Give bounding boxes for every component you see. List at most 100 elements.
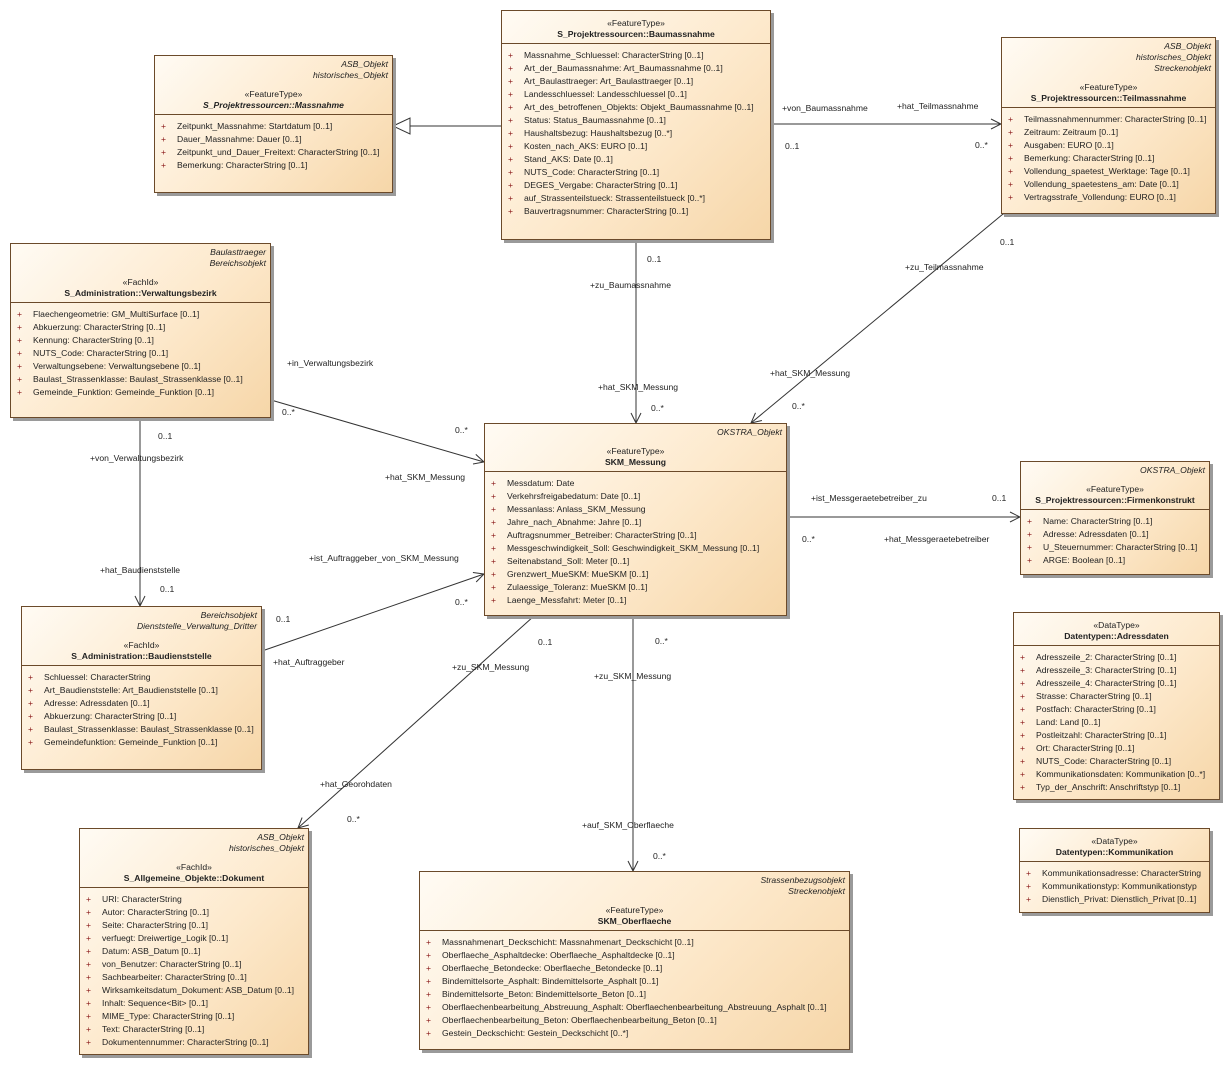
visibility-marker: + xyxy=(86,920,92,930)
visibility-marker: + xyxy=(508,193,514,203)
role-label: +hat_SKM_Messung xyxy=(770,368,851,378)
visibility-marker: + xyxy=(1026,894,1032,904)
visibility-marker: + xyxy=(28,672,34,682)
visibility-marker: + xyxy=(426,963,432,973)
attribute-text: Flaechengeometrie: GM_MultiSurface [0..1… xyxy=(33,309,200,319)
assoc-baudienststelle-messung xyxy=(262,574,484,651)
attribute-row: +Kommunikationstyp: Kommunikationstyp xyxy=(1026,880,1205,893)
visibility-marker: + xyxy=(508,89,514,99)
visibility-marker: + xyxy=(161,160,167,170)
attribute-text: Gemeinde_Funktion: Gemeinde_Funktion [0.… xyxy=(33,387,215,397)
stereotype: «FeatureType» xyxy=(605,905,664,915)
attribute-list: + Massnahme_Schluessel: CharacterString [… xyxy=(502,44,770,222)
attribute-row: +Kennung: CharacterString [0..1] xyxy=(17,334,266,347)
multiplicity-label: 0..1 xyxy=(647,254,662,264)
attribute-text: Baulast_Strassenklasse: Baulast_Strassen… xyxy=(33,374,243,384)
attribute-text: Ort: CharacterString [0..1] xyxy=(1036,743,1135,753)
attribute-text: DEGES_Vergabe: CharacterString [0..1] xyxy=(524,180,678,190)
parent-classes: Baulasttraeger Bereichsobjekt xyxy=(209,247,266,268)
attribute-text: ARGE: Boolean [0..1] xyxy=(1043,555,1126,565)
visibility-marker: + xyxy=(1026,868,1032,878)
attribute-text: Bauvertragsnummer: CharacterString [0..1… xyxy=(524,206,689,216)
class-name: SKM_Messung xyxy=(604,457,667,467)
visibility-marker: + xyxy=(86,972,92,982)
attribute-row: +Messgeschwindigkeit_Soll: Geschwindigke… xyxy=(491,542,782,555)
multiplicity-label: 0..1 xyxy=(538,637,553,647)
visibility-marker: + xyxy=(1020,691,1026,701)
class-name: S_Allgemeine_Objekte::Dokument xyxy=(123,873,265,883)
attribute-row: +Abkuerzung: CharacterString [0..1] xyxy=(28,710,257,723)
attribute-text: Messgeschwindigkeit_Soll: Geschwindigkei… xyxy=(507,543,760,553)
attribute-row: +von_Benutzer: CharacterString [0..1] xyxy=(86,958,304,971)
visibility-marker: + xyxy=(86,946,92,956)
visibility-marker: + xyxy=(1027,516,1033,526)
attribute-text: Art_Baudienststelle: Art_Baudienststelle… xyxy=(44,685,218,695)
class-firmenkonstrukt[interactable]: OKSTRA_Objekt «FeatureType» S_Projektres… xyxy=(1020,461,1210,575)
attribute-text: Jahre_nach_Abnahme: Jahre [0..1] xyxy=(507,517,642,527)
class-massnahme[interactable]: ASB_Objekt historisches_Objekt «FeatureT… xyxy=(154,55,393,193)
visibility-marker: + xyxy=(28,711,34,721)
attribute-row: +Dokumentennummer: CharacterString [0..1… xyxy=(86,1036,304,1049)
visibility-marker: + xyxy=(1008,127,1014,137)
attribute-row: +Kosten_nach_AKS: EURO [0..1] xyxy=(508,140,766,153)
class-skm-messung[interactable]: OKSTRA_Objekt «FeatureType» SKM_Messung … xyxy=(484,423,787,616)
attribute-row: +Flaechengeometrie: GM_MultiSurface [0..… xyxy=(17,308,266,321)
visibility-marker: + xyxy=(28,737,34,747)
visibility-marker: + xyxy=(86,998,92,1008)
class-verwaltungsbezirk[interactable]: Baulasttraeger Bereichsobjekt «FachId» S… xyxy=(10,243,271,418)
class-teilmassnahme[interactable]: ASB_Objekt historisches_Objekt Streckeno… xyxy=(1001,37,1216,214)
attribute-text: Bindemittelsorte_Asphalt: Bindemittelsor… xyxy=(442,976,659,986)
attribute-list: +URI: CharacterString+Autor: CharacterSt… xyxy=(80,888,308,1053)
attribute-text: Postfach: CharacterString [0..1] xyxy=(1036,704,1156,714)
parent-classes: OKSTRA_Objekt xyxy=(1140,465,1205,475)
attribute-text: Oberflaeche_Asphaltdecke: Oberflaeche_As… xyxy=(442,950,675,960)
visibility-marker: + xyxy=(491,530,497,540)
generalization-triangle xyxy=(391,117,411,135)
visibility-marker: + xyxy=(426,950,432,960)
attribute-row: +Zeitpunkt_und_Dauer_Freitext: Character… xyxy=(161,146,388,159)
attribute-text: Zeitpunkt_Massnahme: Startdatum [0..1] xyxy=(177,121,333,131)
class-adressdaten[interactable]: «DataType» Datentypen::Adressdaten +Adre… xyxy=(1013,612,1220,800)
visibility-marker: + xyxy=(1020,665,1026,675)
class-skm-oberflaeche[interactable]: Strassenbezugsobjekt Streckenobjekt «Fea… xyxy=(419,871,850,1050)
attribute-text: Dienstlich_Privat: Dienstlich_Privat [0.… xyxy=(1042,894,1197,904)
class-dokument[interactable]: ASB_Objekt historisches_Objekt «FachId» … xyxy=(79,828,309,1055)
attribute-text: Zulaessige_Toleranz: MueSKM [0..1] xyxy=(507,582,648,592)
class-baumassnahme[interactable]: «FeatureType» S_Projektressourcen::Bauma… xyxy=(501,10,771,240)
class-name: S_Projektressourcen::Firmenkonstrukt xyxy=(1035,495,1195,505)
attribute-text: Adresszeile_4: CharacterString [0..1] xyxy=(1036,678,1177,688)
attribute-row: +Inhalt: Sequence<Bit> [0..1] xyxy=(86,997,304,1010)
role-label: +hat_SKM_Messung xyxy=(598,382,679,392)
attribute-list: + Zeitpunkt_Massnahme: Startdatum [0..1] +… xyxy=(155,115,392,176)
visibility-marker: + xyxy=(86,1024,92,1034)
attribute-row: +Laenge_Messfahrt: Meter [0..1] xyxy=(491,594,782,607)
attribute-row: +Stand_AKS: Date [0..1] xyxy=(508,153,766,166)
attribute-row: +Art_Baulasttraeger: Art_Baulasttraeger … xyxy=(508,75,766,88)
parent-classes: Strassenbezugsobjekt Streckenobjekt xyxy=(760,875,845,896)
multiplicity-label: 0..1 xyxy=(158,431,173,441)
attribute-text: Grenzwert_MueSKM: MueSKM [0..1] xyxy=(507,569,649,579)
parent-classes: OKSTRA_Objekt xyxy=(717,427,782,437)
attribute-text: Zeitraum: Zeitraum [0..1] xyxy=(1024,127,1119,137)
visibility-marker: + xyxy=(508,115,514,125)
role-label: +hat_Teilmassnahme xyxy=(897,101,979,111)
attribute-text: auf_Strassenteilstueck: Strassenteilstue… xyxy=(524,193,706,203)
attribute-text: URI: CharacterString xyxy=(102,894,182,904)
class-baudienststelle[interactable]: Bereichsobjekt Dienststelle_Verwaltung_D… xyxy=(21,606,262,770)
attribute-row: +Gestein_Deckschicht: Gestein_Deckschich… xyxy=(426,1027,845,1040)
role-label: +zu_SKM_Messung xyxy=(452,662,530,672)
attribute-row: +Abkuerzung: CharacterString [0..1] xyxy=(17,321,266,334)
class-name: S_Administration::Verwaltungsbezirk xyxy=(64,288,217,298)
stereotype: «DataType» xyxy=(1093,620,1140,630)
attribute-row: +Land: Land [0..1] xyxy=(1020,716,1215,729)
attribute-row: +Landesschluessel: Landesschluessel [0..… xyxy=(508,88,766,101)
multiplicity-label: 0..* xyxy=(347,814,360,824)
attribute-row: + Zeitraum: Zeitraum [0..1] xyxy=(1008,126,1211,139)
attribute-row: +Ort: CharacterString [0..1] xyxy=(1020,742,1215,755)
class-kommunikation[interactable]: «DataType» Datentypen::Kommunikation +Ko… xyxy=(1019,828,1210,913)
visibility-marker: + xyxy=(508,141,514,151)
class-name: Datentypen::Adressdaten xyxy=(1064,631,1169,641)
attribute-row: +Typ_der_Anschrift: Anschriftstyp [0..1] xyxy=(1020,781,1215,794)
multiplicity-label: 0..* xyxy=(455,597,468,607)
attribute-text: Massnahme_Schluessel: CharacterString [0… xyxy=(524,50,704,60)
